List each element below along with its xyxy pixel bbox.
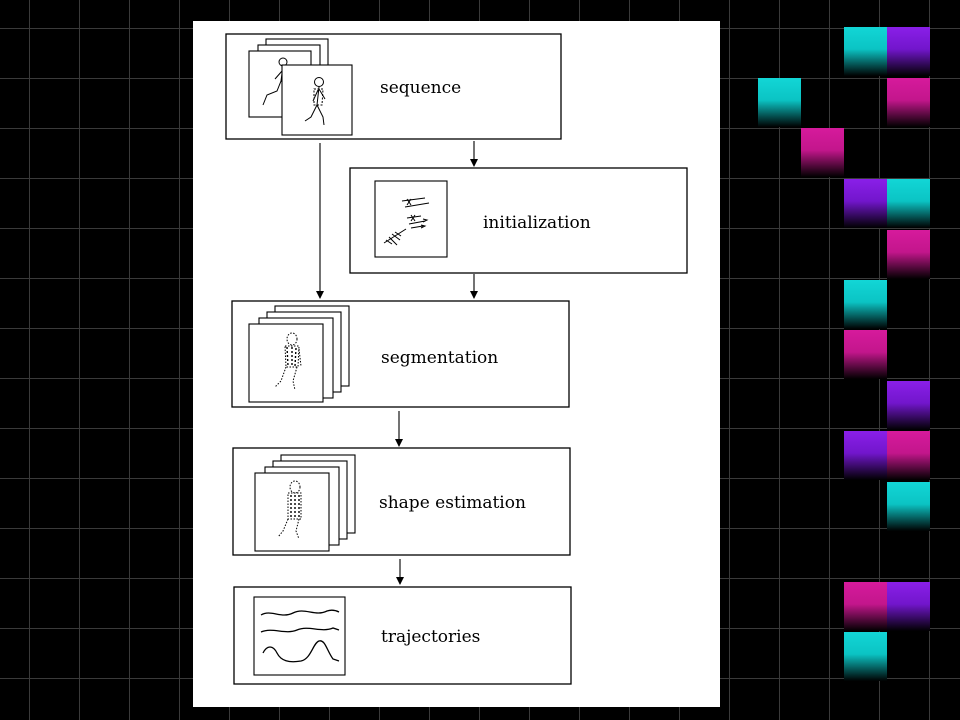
- frame: [374, 180, 448, 258]
- diagram-page: sequence initialization: [193, 21, 720, 707]
- decor-tile: [887, 582, 930, 631]
- stage-label: trajectories: [381, 627, 480, 647]
- decor-tile: [844, 330, 887, 379]
- decor-tile: [887, 27, 930, 76]
- decor-tile: [844, 179, 887, 228]
- decor-tile: [758, 78, 801, 127]
- stage-label: shape estimation: [379, 493, 526, 513]
- segmented-figure-icon: [274, 332, 302, 391]
- feature-tracks-icon: [383, 197, 430, 246]
- stage-segmentation: segmentation: [231, 300, 570, 408]
- walking-figure-icon: [304, 77, 326, 126]
- stage-shape-estimation: shape estimation: [232, 447, 571, 556]
- stage-label: sequence: [380, 78, 461, 98]
- stage-label: segmentation: [381, 348, 498, 368]
- frame: [253, 596, 346, 676]
- decor-tile: [887, 381, 930, 430]
- decor-tile: [801, 128, 844, 177]
- decor-tile: [844, 27, 887, 76]
- decor-tile: [887, 78, 930, 127]
- stage-label: initialization: [483, 213, 591, 233]
- frame: [254, 472, 330, 552]
- decor-tile: [887, 431, 930, 480]
- shape-model-figure-icon: [277, 480, 302, 540]
- stage-trajectories: trajectories: [233, 586, 572, 685]
- flow-arrows: [316, 141, 478, 585]
- frame: [281, 64, 353, 136]
- decor-tile: [844, 431, 887, 480]
- stage-sequence: sequence: [225, 33, 562, 140]
- decor-tile: [844, 280, 887, 329]
- decor-tile: [844, 582, 887, 631]
- decor-tile: [887, 179, 930, 228]
- pipeline-diagram: sequence initialization: [225, 33, 688, 685]
- stage-initialization: initialization: [349, 167, 688, 274]
- decor-tile: [887, 230, 930, 279]
- decor-tile: [887, 482, 930, 531]
- trajectory-curves-icon: [260, 609, 340, 663]
- decor-tile: [844, 632, 887, 681]
